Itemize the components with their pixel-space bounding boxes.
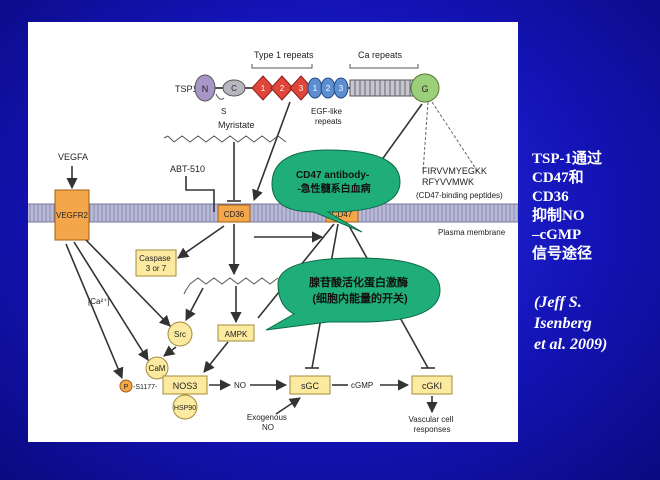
caspase-box bbox=[135, 249, 177, 277]
vegfa-label: VEGFA bbox=[58, 152, 88, 162]
cam-label: CaM bbox=[149, 364, 166, 373]
egf-repeat-3-label: 3 bbox=[339, 84, 344, 93]
summary-line-2: CD47和 bbox=[532, 170, 584, 186]
citation-line-1: (Jeff S. bbox=[534, 294, 582, 311]
type1-repeat-1-label: 1 bbox=[261, 84, 266, 93]
src-label: Src bbox=[174, 330, 186, 339]
g-domain-label: G bbox=[421, 84, 428, 94]
c-domain-label: C bbox=[231, 84, 237, 93]
c-domain bbox=[222, 79, 246, 97]
type1-repeat-3-label: 3 bbox=[299, 84, 304, 93]
type1-repeat-1 bbox=[251, 75, 275, 101]
peptide-1: FIRVVMYEGKK bbox=[422, 166, 487, 176]
nos3-label: NOS3 bbox=[173, 381, 198, 391]
summary-line-6: 信号途径 bbox=[532, 246, 593, 262]
cd47-antibody-callout: CD47 antibody- -急性髓系白血病 bbox=[271, 149, 401, 233]
egf-repeat-2-label: 2 bbox=[326, 84, 331, 93]
citation-line-2: Isenberg bbox=[534, 315, 592, 332]
cgmp-label: cGMP bbox=[351, 381, 373, 390]
nos3-box bbox=[162, 375, 208, 395]
hsp90-node bbox=[172, 394, 198, 420]
vascular-responses-label: Vascular cell responses bbox=[409, 415, 456, 434]
type1-repeats-label: Type 1 repeats bbox=[254, 50, 314, 60]
egf-like-label: EGF-like repeats bbox=[311, 107, 344, 126]
ampk-box bbox=[217, 324, 255, 342]
peptide-2: RFYVVMWK bbox=[422, 177, 474, 187]
citation-line-3: et al. 2009) bbox=[534, 336, 608, 353]
s1177-label: -S1177- bbox=[133, 384, 158, 391]
type1-repeat-2 bbox=[270, 75, 294, 101]
vegfr2-box bbox=[54, 189, 90, 241]
ampk-callout-text: 腺苷酸活化蛋白激酶 (细胞内能量的开关) bbox=[309, 275, 411, 305]
summary-line-5: –cGMP bbox=[532, 227, 582, 243]
egf-repeat-3 bbox=[333, 77, 349, 99]
citation: (Jeff S. Isenberg et al. 2009) bbox=[534, 292, 607, 355]
pathway-diagram: Type 1 repeats Ca repeats TSP1 N S C 1 2… bbox=[28, 50, 518, 434]
ampk-callout: 腺苷酸活化蛋白激酶 (细胞内能量的开关) bbox=[265, 257, 441, 331]
plasma-membrane-label: Plasma membrane bbox=[438, 228, 506, 237]
cgki-box bbox=[411, 375, 453, 395]
type1-repeat-2-label: 2 bbox=[280, 84, 285, 93]
ca2-label: [Ca²⁺] bbox=[88, 297, 110, 306]
summary-line-1: TSP-1通过 bbox=[532, 151, 603, 167]
abt510-label: ABT-510 bbox=[170, 164, 205, 174]
sgc-label: sGC bbox=[301, 381, 320, 391]
p-node bbox=[119, 379, 133, 393]
ampk-label: AMPK bbox=[225, 330, 248, 339]
summary-text: TSP-1通过 CD47和 CD36 抑制NO –cGMP 信号途径 bbox=[532, 150, 602, 264]
cgki-label: cGKI bbox=[422, 381, 442, 391]
tsp1-label: TSP1 bbox=[175, 84, 198, 94]
exogenous-no-label: Exogenous NO bbox=[247, 413, 289, 432]
myristate-label: Myristate bbox=[218, 120, 255, 130]
cd36-label: CD36 bbox=[224, 210, 245, 219]
cam-node bbox=[145, 356, 169, 380]
n-domain bbox=[194, 74, 216, 102]
cd47-label: CD47 bbox=[332, 210, 353, 219]
plasma-membrane bbox=[28, 204, 518, 222]
n-domain-label: N bbox=[202, 84, 209, 94]
pathway-figure: Type 1 repeats Ca repeats TSP1 N S C 1 2… bbox=[28, 22, 518, 442]
egf-repeat-1-label: 1 bbox=[313, 84, 318, 93]
cd47-antibody-text: CD47 antibody- -急性髓系白血病 bbox=[296, 170, 372, 195]
g-domain bbox=[410, 73, 440, 103]
peptide-note: (CD47-binding peptides) bbox=[416, 191, 503, 200]
ca-repeats-bar bbox=[349, 79, 419, 97]
summary-line-4: 抑制NO bbox=[532, 208, 585, 224]
cd36-box bbox=[217, 204, 251, 223]
hsp90-label: HSP90 bbox=[174, 405, 196, 412]
p-label: P bbox=[124, 384, 129, 391]
ca-repeats-label: Ca repeats bbox=[358, 50, 403, 60]
sgc-box bbox=[289, 375, 331, 395]
vegfr2-label: VEGFR2 bbox=[56, 211, 89, 220]
summary-line-3: CD36 bbox=[532, 189, 569, 205]
src-node bbox=[167, 321, 193, 347]
s-mark: S bbox=[221, 107, 226, 116]
no-label: NO bbox=[234, 381, 246, 390]
caspase-label: Caspase 3 or 7 bbox=[139, 254, 173, 273]
